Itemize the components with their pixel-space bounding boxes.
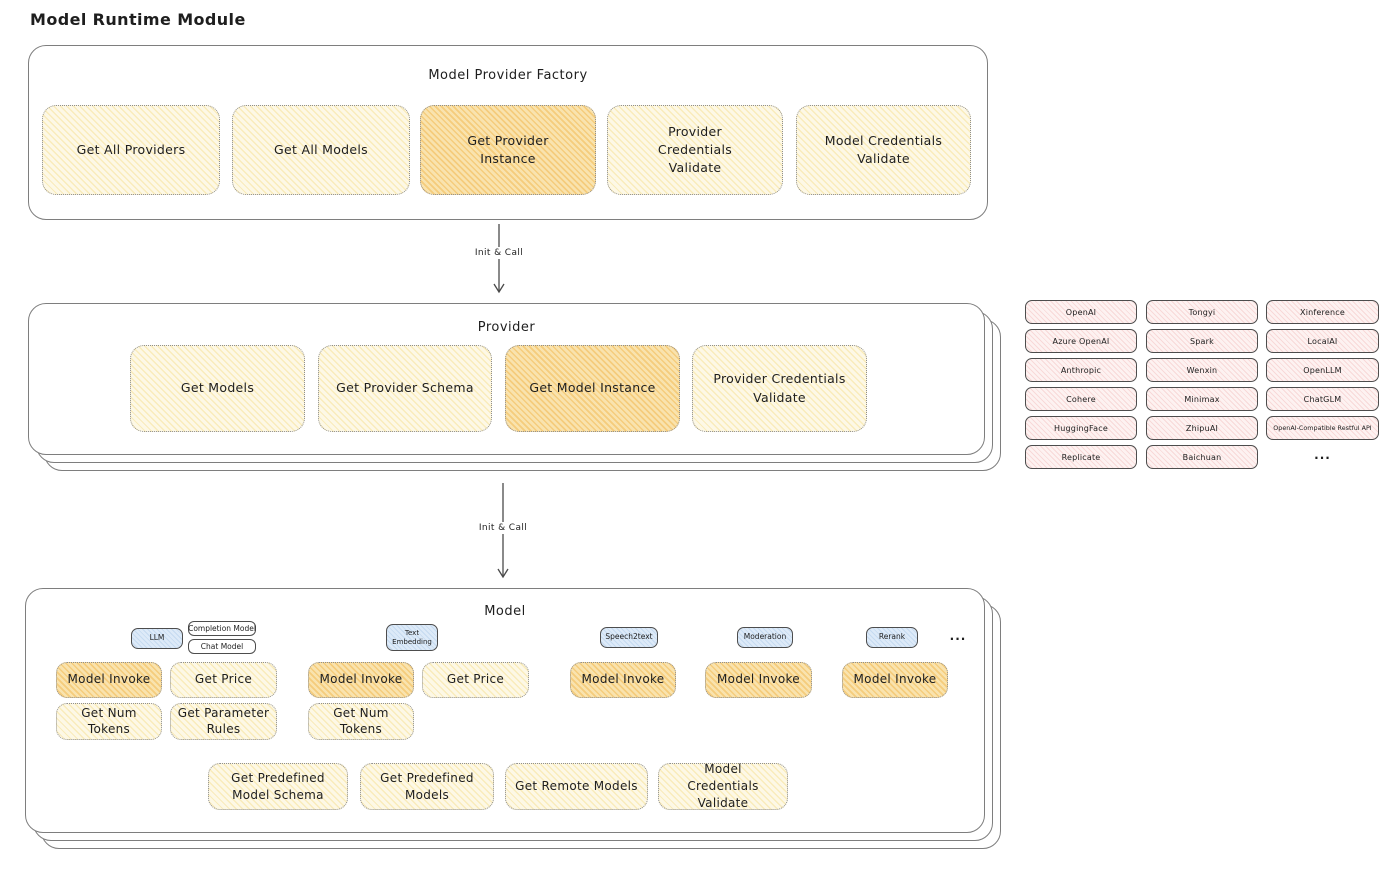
provider-pill-xinference: Xinference	[1266, 300, 1379, 324]
init-call-label-1: Init & Call	[469, 247, 529, 259]
provider-pill-minimax: Minimax	[1146, 387, 1258, 411]
provider-pill-cohere: Cohere	[1025, 387, 1137, 411]
tag-speech2text: Speech2text	[600, 627, 658, 648]
tag-chat-model: Chat Model	[188, 639, 256, 654]
provider-pill-zhipuai: ZhipuAI	[1146, 416, 1258, 440]
model-card-llm-get-parameter-rules: Get Parameter Rules	[170, 703, 277, 740]
model-card-llm-get-num-tokens: Get Num Tokens	[56, 703, 162, 740]
model-card-moderation-model-invoke: Model Invoke	[705, 662, 812, 698]
provider-pill-baichuan: Baichuan	[1146, 445, 1258, 469]
model-card-get-remote-models: Get Remote Models	[505, 763, 648, 810]
provider-pill-spark: Spark	[1146, 329, 1258, 353]
model-card-get-predefined-model-schema: Get Predefined Model Schema	[208, 763, 348, 810]
model-card-embedding-get-num-tokens: Get Num Tokens	[308, 703, 414, 740]
provider-pill-openai-compatible: OpenAI-Compatible Restful API	[1266, 416, 1379, 440]
factory-card-get-provider-instance: Get Provider Instance	[420, 105, 596, 195]
factory-card-get-all-models: Get All Models	[232, 105, 410, 195]
model-card-speech2text-model-invoke: Model Invoke	[570, 662, 676, 698]
provider-pill-openai: OpenAI	[1025, 300, 1137, 324]
model-title: Model	[484, 604, 526, 619]
provider-pill-anthropic: Anthropic	[1025, 358, 1137, 382]
tag-llm: LLM	[131, 628, 183, 649]
model-card-embedding-model-invoke: Model Invoke	[308, 662, 414, 698]
provider-pill-openllm: OpenLLM	[1266, 358, 1379, 382]
provider-card-get-provider-schema: Get Provider Schema	[318, 345, 492, 432]
provider-title: Provider	[477, 320, 536, 335]
factory-card-model-credentials-validate: Model Credentials Validate	[796, 105, 971, 195]
tag-text-embedding: Text Embedding	[386, 624, 438, 651]
init-call-arrow-1	[493, 224, 505, 294]
provider-pill-azure-openai: Azure OpenAI	[1025, 329, 1137, 353]
model-card-llm-get-price: Get Price	[170, 662, 277, 698]
factory-title: Model Provider Factory	[428, 68, 588, 83]
tag-ellipsis: ...	[949, 629, 967, 643]
provider-pill-ellipsis: ...	[1314, 448, 1331, 462]
init-call-label-2: Init & Call	[473, 522, 533, 534]
provider-pill-wenxin: Wenxin	[1146, 358, 1258, 382]
provider-pill-huggingface: HuggingFace	[1025, 416, 1137, 440]
provider-pill-tongyi: Tongyi	[1146, 300, 1258, 324]
provider-card-get-models: Get Models	[130, 345, 305, 432]
model-card-embedding-get-price: Get Price	[422, 662, 529, 698]
provider-card-get-model-instance: Get Model Instance	[505, 345, 680, 432]
tag-rerank: Rerank	[866, 627, 918, 648]
model-card-rerank-model-invoke: Model Invoke	[842, 662, 948, 698]
model-card-llm-model-invoke: Model Invoke	[56, 662, 162, 698]
provider-pill-replicate: Replicate	[1025, 445, 1137, 469]
model-card-model-credentials-validate: Model Credentials Validate	[658, 762, 788, 810]
provider-pill-chatglm: ChatGLM	[1266, 387, 1379, 411]
tag-moderation: Moderation	[737, 627, 793, 648]
factory-card-provider-credentials-validate: Provider Credentials Validate	[607, 105, 783, 195]
factory-card-get-all-providers: Get All Providers	[42, 105, 220, 195]
provider-card-provider-credentials-validate: Provider Credentials Validate	[692, 345, 867, 432]
model-card-get-predefined-models: Get Predefined Models	[360, 763, 494, 810]
diagram-title: Model Runtime Module	[30, 10, 246, 29]
tag-completion-model: Completion Model	[188, 621, 256, 636]
provider-pill-localai: LocalAI	[1266, 329, 1379, 353]
